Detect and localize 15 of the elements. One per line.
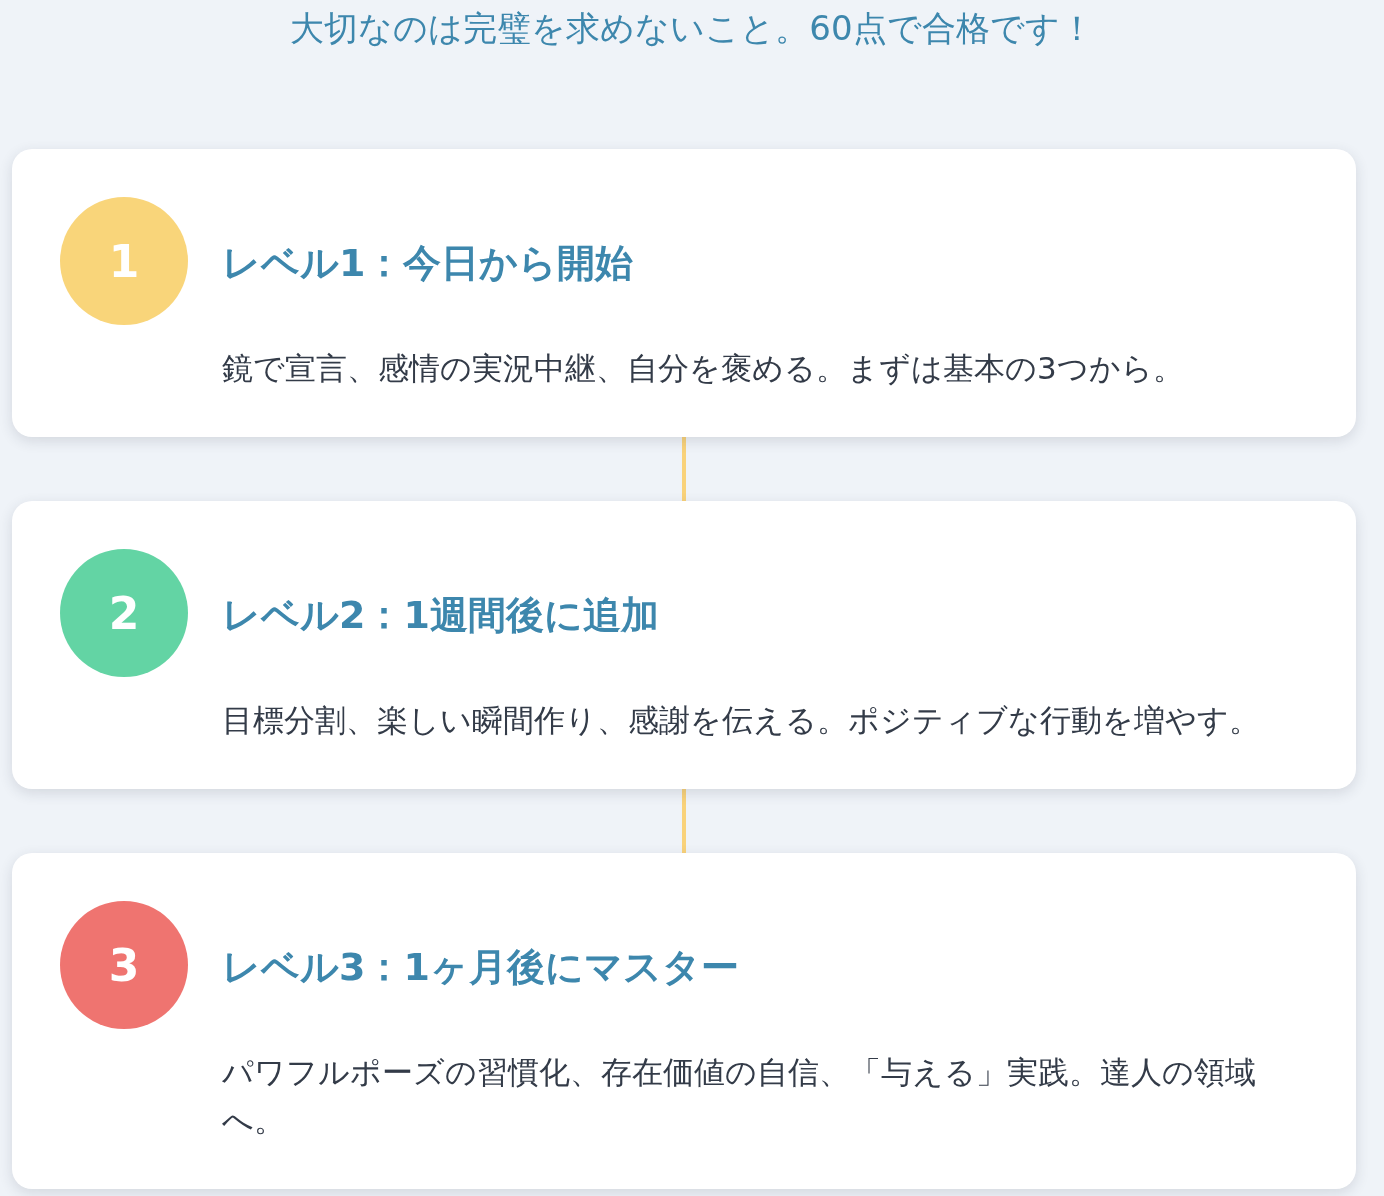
title: 大切なのは完璧を求めないこと。60点で合格です！ bbox=[289, 7, 1095, 50]
level-card bbox=[12, 501, 1356, 789]
number-circle: 1 bbox=[60, 197, 188, 325]
number-circle: 2 bbox=[60, 549, 188, 677]
level-description: 鏡で宣言、感情の実況中継、自分を褒める。まずは基本の3つから。 bbox=[222, 349, 1185, 388]
level-heading: レベル2：1週間後に追加 bbox=[222, 592, 659, 639]
level-card bbox=[12, 853, 1356, 1189]
connector-line bbox=[682, 437, 686, 501]
level-description: 目標分割、楽しい瞬間作り、感謝を伝える。ポジティブな行動を増やす。 bbox=[222, 701, 1261, 740]
level-heading: レベル1：今日から開始 bbox=[222, 240, 634, 287]
level-description: パワフルポーズの習慣化、存在価値の自信、「与える」実践。達人の領域へ。 bbox=[222, 1053, 1257, 1140]
level-heading: レベル3：1ヶ月後にマスター bbox=[222, 944, 739, 991]
level-card bbox=[12, 149, 1356, 437]
connector-line bbox=[682, 789, 686, 853]
number-circle: 3 bbox=[60, 901, 188, 1029]
